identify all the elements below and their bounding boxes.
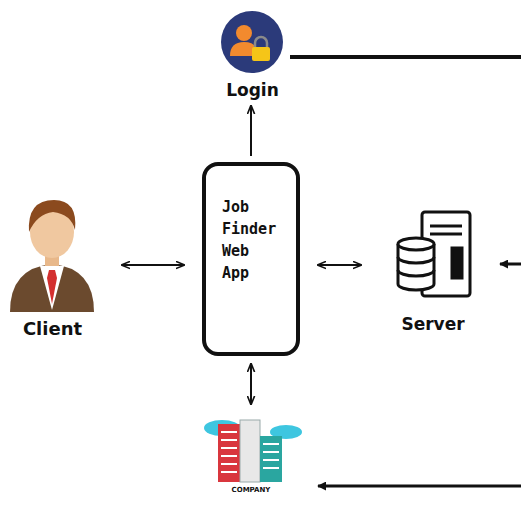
node-label: Server bbox=[379, 314, 487, 334]
connector-arrow bbox=[122, 264, 184, 266]
company-node: COMPANY bbox=[201, 408, 301, 498]
wire-arrow bbox=[500, 263, 521, 266]
app-phone: Job Finder Web App bbox=[202, 162, 300, 356]
client-node: Client bbox=[1, 196, 104, 346]
connector-arrow bbox=[318, 264, 361, 266]
connector-arrow bbox=[250, 106, 252, 156]
company-icon bbox=[204, 420, 302, 482]
server-icon bbox=[398, 212, 470, 296]
connector-arrow bbox=[250, 364, 252, 404]
app-title: Job Finder Web App bbox=[222, 196, 280, 284]
login-node: Login bbox=[211, 8, 294, 104]
server-node: Server bbox=[379, 206, 487, 340]
login-icon bbox=[221, 11, 283, 73]
node-label: Login bbox=[211, 80, 294, 100]
node-label: COMPANY bbox=[201, 486, 301, 494]
node-label: Client bbox=[1, 318, 104, 339]
wire-line bbox=[290, 55, 521, 59]
wire-arrow bbox=[318, 485, 521, 488]
person-icon bbox=[10, 200, 94, 312]
